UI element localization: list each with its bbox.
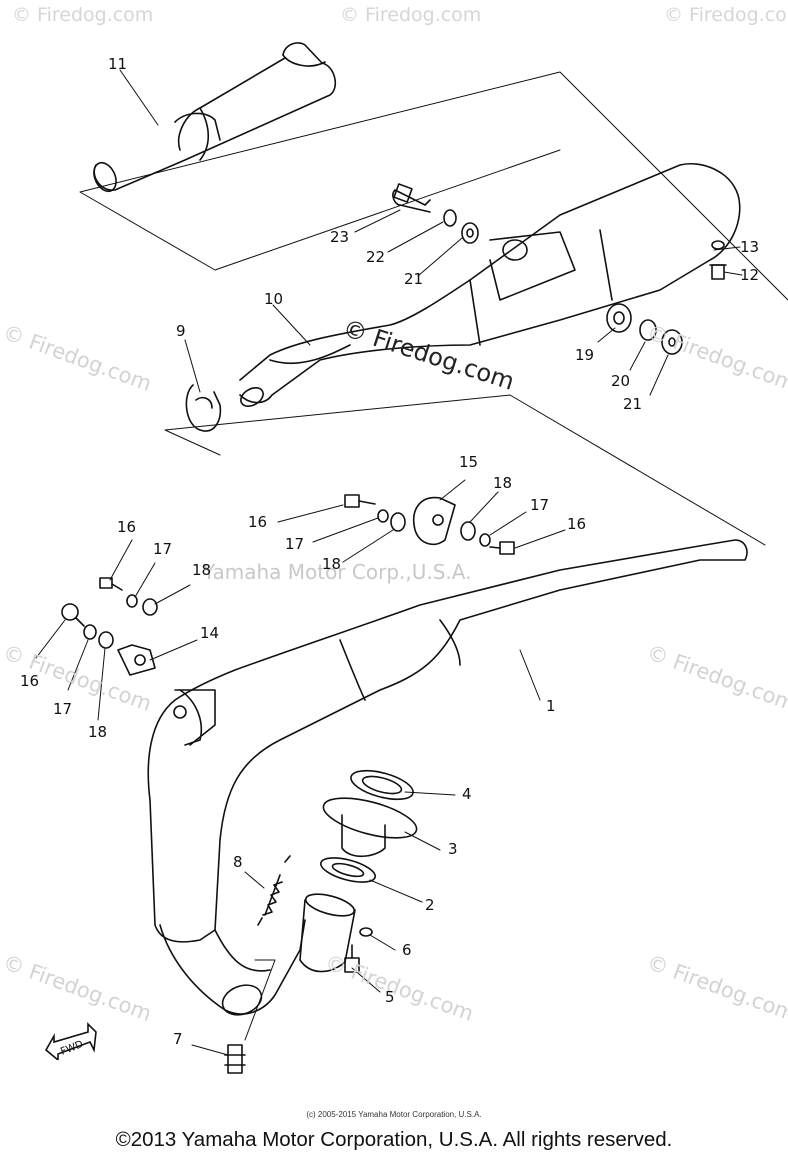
plug-part-7 bbox=[224, 1044, 246, 1074]
leader-lines bbox=[35, 69, 743, 1056]
part-label-4: 4 bbox=[462, 785, 472, 803]
part-label-21: 21 bbox=[623, 395, 643, 413]
bolt-part-16-c bbox=[99, 577, 123, 591]
collar-part-20 bbox=[639, 319, 657, 341]
part-label-6: 6 bbox=[402, 941, 412, 959]
washer-part-18-c bbox=[142, 598, 158, 616]
washer-part-18-b bbox=[460, 521, 476, 541]
washer-part-18-d bbox=[98, 631, 114, 649]
part-label-16: 16 bbox=[117, 518, 137, 536]
part-label-20: 20 bbox=[611, 372, 631, 390]
washer-part-13 bbox=[711, 240, 725, 250]
part-label-11: 11 bbox=[108, 55, 128, 73]
part-label-3: 3 bbox=[448, 840, 458, 858]
part-label-12: 12 bbox=[740, 266, 760, 284]
washer-part-18-a bbox=[390, 512, 406, 532]
washer-part-21-lower bbox=[661, 329, 683, 355]
washer-part-22 bbox=[443, 209, 457, 227]
small-copyright: (c) 2005-2015 Yamaha Motor Corporation, … bbox=[306, 1110, 482, 1119]
watermark: © Firedog.com bbox=[12, 4, 154, 26]
fwd-label: FWD bbox=[59, 1039, 85, 1058]
bolt-part-16-b bbox=[489, 541, 515, 555]
washer-part-6 bbox=[359, 927, 373, 937]
bolt-part-5 bbox=[344, 944, 360, 973]
muffler-part-10 bbox=[239, 163, 741, 407]
upper-panel-outline bbox=[79, 71, 788, 301]
washer-part-17-b bbox=[479, 533, 491, 547]
bolt-part-16-a bbox=[344, 494, 376, 508]
part-label-19: 19 bbox=[575, 346, 595, 364]
part-label-5: 5 bbox=[385, 988, 395, 1006]
part-label-23: 23 bbox=[330, 228, 350, 246]
part-label-15: 15 bbox=[459, 453, 479, 471]
washer-part-17-c bbox=[126, 594, 138, 608]
part-label-13: 13 bbox=[740, 238, 760, 256]
part-label-14: 14 bbox=[200, 624, 220, 642]
clamp-part-9 bbox=[185, 384, 222, 432]
watermark: © Firedog.com bbox=[340, 4, 482, 26]
part-label-22: 22 bbox=[366, 248, 386, 266]
part-label-18: 18 bbox=[88, 723, 108, 741]
washer-part-21-upper bbox=[461, 222, 479, 244]
silencer-tube-part-11 bbox=[93, 42, 337, 193]
gasket-part-2 bbox=[320, 857, 376, 883]
part-label-16: 16 bbox=[20, 672, 40, 690]
part-label-18: 18 bbox=[322, 555, 342, 573]
exhaust-pipe-part-1 bbox=[147, 539, 748, 1016]
gasket-part-4 bbox=[350, 769, 414, 801]
part-label-18: 18 bbox=[192, 561, 212, 579]
part-label-9: 9 bbox=[176, 322, 186, 340]
part-label-8: 8 bbox=[233, 853, 243, 871]
part-label-16: 16 bbox=[567, 515, 587, 533]
brand-watermark: Yamaha Motor Corp.,U.S.A. bbox=[203, 560, 472, 584]
bracket-part-14 bbox=[117, 644, 156, 676]
part-label-10: 10 bbox=[264, 290, 284, 308]
bolt-part-16-d bbox=[61, 603, 85, 627]
part-label-17: 17 bbox=[53, 700, 73, 718]
part-label-17: 17 bbox=[285, 535, 305, 553]
part-label-18: 18 bbox=[493, 474, 513, 492]
part-label-17: 17 bbox=[530, 496, 550, 514]
watermark: © Firedog.com bbox=[664, 4, 788, 26]
part-label-16: 16 bbox=[248, 513, 268, 531]
washer-part-17-d bbox=[83, 624, 97, 640]
washer-part-17-a bbox=[377, 509, 389, 523]
footer-copyright: ©2013 Yamaha Motor Corporation, U.S.A. A… bbox=[115, 1128, 673, 1151]
flange-part-3 bbox=[322, 797, 418, 858]
spring-part-8 bbox=[257, 855, 291, 926]
part-label-17: 17 bbox=[153, 540, 173, 558]
part-label-7: 7 bbox=[173, 1030, 183, 1048]
middle-panel-outline bbox=[164, 394, 766, 546]
part-label-1: 1 bbox=[546, 697, 556, 715]
part-label-2: 2 bbox=[425, 896, 435, 914]
bracket-part-15 bbox=[413, 496, 456, 546]
bolt-part-23 bbox=[392, 183, 431, 213]
grommet-part-19 bbox=[606, 303, 632, 333]
part-label-21: 21 bbox=[404, 270, 424, 288]
forward-arrow-icon: FWD bbox=[44, 1022, 97, 1060]
